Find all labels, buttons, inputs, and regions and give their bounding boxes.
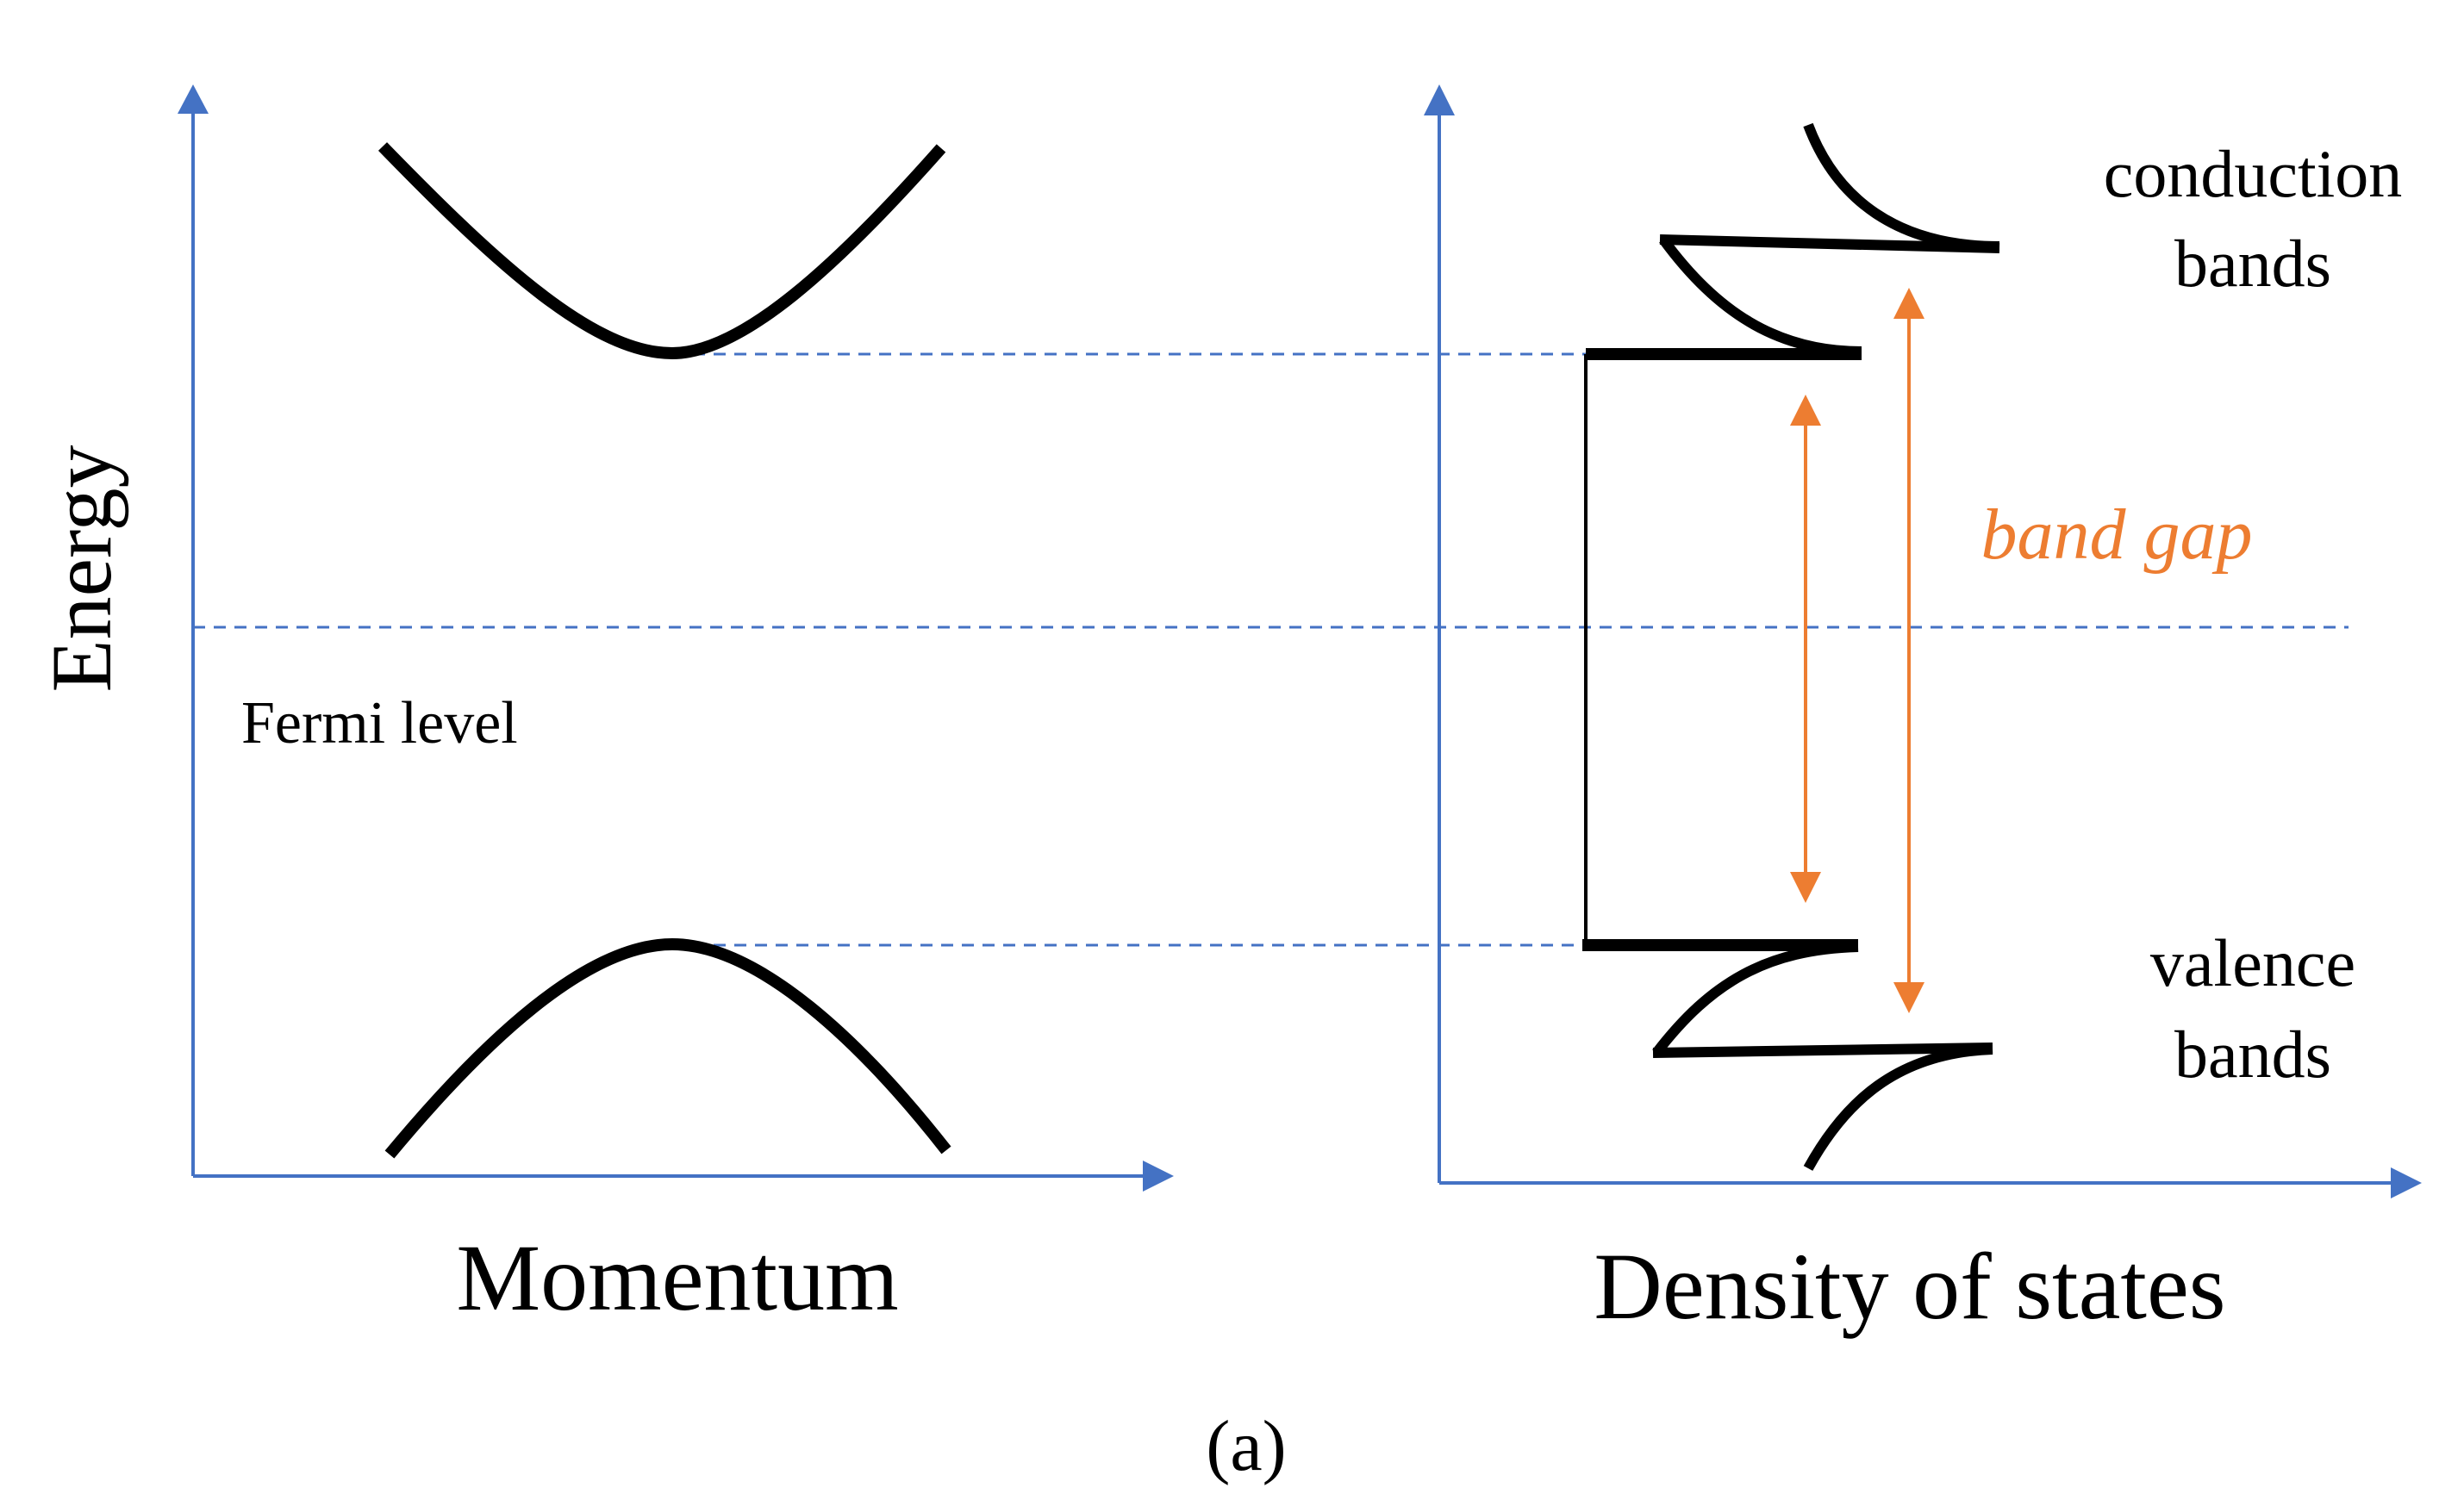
dos-conduction-upper-curve	[1803, 122, 2000, 252]
density-of-states-curves	[1582, 122, 2000, 1171]
y-axis-label: Energy	[34, 445, 129, 693]
dashed-lines	[193, 352, 2349, 947]
valence-bands-label-line2: bands	[2174, 1017, 2331, 1092]
right-axes	[1424, 84, 2422, 1198]
band-gap-arrows	[1790, 288, 1924, 1013]
band-gap-arrow-short-head-bottom	[1790, 872, 1821, 903]
band-gap-label: band gap	[1981, 495, 2253, 575]
dos-conduction-lower-curve	[1659, 236, 1862, 357]
dos-conduction-upper-edge	[1659, 234, 2000, 253]
right-x-axis-arrowhead	[2391, 1167, 2422, 1198]
panel-label: (a)	[1206, 1406, 1286, 1486]
fermi-level-label: Fermi level	[241, 690, 518, 756]
band-gap-arrow-long-head-top	[1893, 288, 1924, 319]
left-y-axis-arrowhead	[178, 84, 209, 114]
valence-band-parabola	[384, 937, 951, 1159]
band-gap-arrow-long-head-bottom	[1893, 982, 1924, 1013]
dos-valence-lower-edge	[1652, 1043, 1993, 1058]
momentum-band-curves	[377, 142, 951, 1159]
band-gap-arrow-short-head-top	[1790, 395, 1821, 426]
right-y-axis-arrowhead	[1424, 84, 1455, 115]
conduction-band-parabola	[377, 142, 946, 360]
dos-valence-lower-curve	[1803, 1044, 1993, 1171]
dos-axis-label: Density of states	[1594, 1234, 2225, 1339]
left-x-axis-arrowhead	[1143, 1161, 1174, 1192]
valence-bands-label-line1: valence	[2150, 925, 2355, 1000]
dos-valence-upper-curve	[1652, 942, 1859, 1056]
momentum-axis-label: Momentum	[456, 1225, 898, 1330]
conduction-bands-label-line2: bands	[2174, 226, 2331, 301]
conduction-bands-label-line1: conduction	[2104, 136, 2403, 211]
left-axes	[178, 84, 1174, 1192]
